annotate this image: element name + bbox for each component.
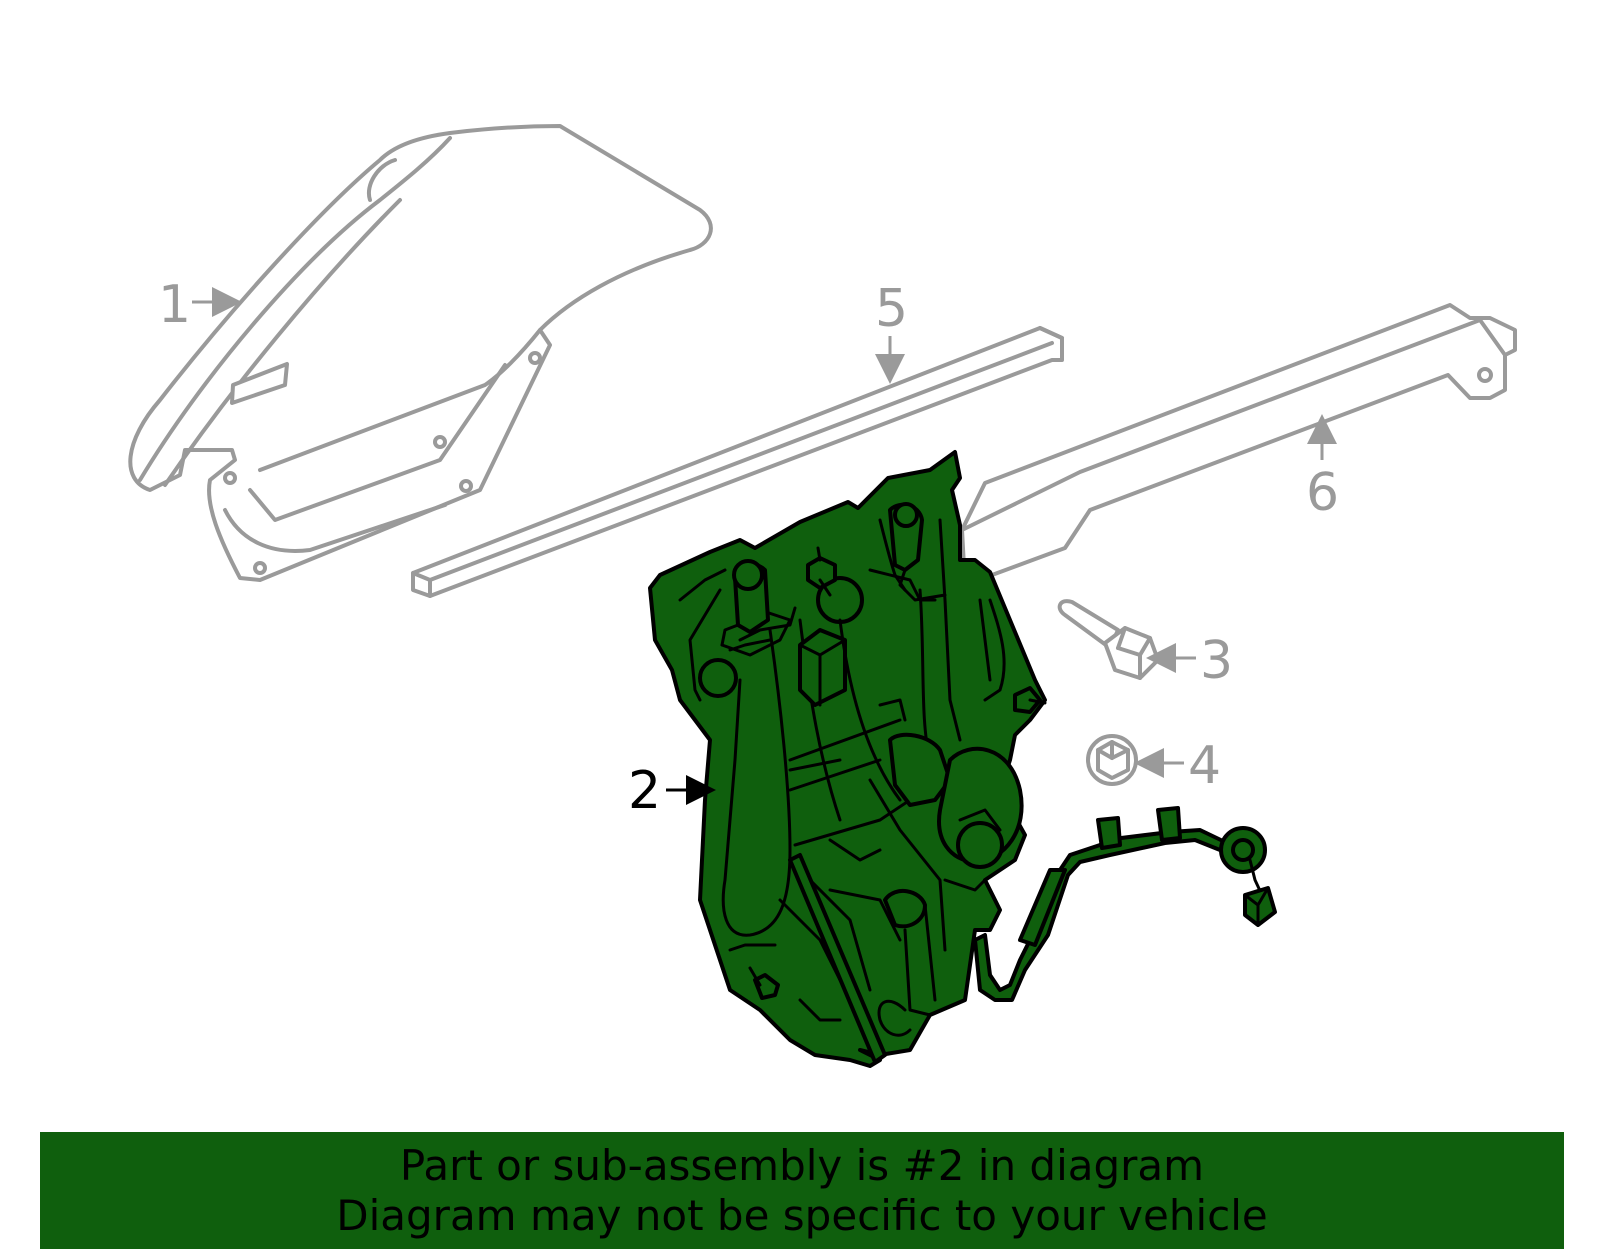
callout-5: 5 (875, 279, 908, 339)
parts-diagram: 1 5 6 3 4 2 (128, 124, 1517, 1068)
part-5-run-channel (411, 326, 1064, 598)
callout-6: 6 (1306, 463, 1339, 523)
callout-3: 3 (1200, 631, 1233, 691)
callout-2: 2 (628, 761, 661, 821)
part-6-guide-rail (960, 303, 1517, 587)
part-2-window-regulator[interactable] (648, 450, 1277, 1068)
callout-1: 1 (158, 275, 191, 335)
info-banner: Part or sub-assembly is #2 in diagram Di… (40, 1132, 1564, 1249)
callout-4: 4 (1188, 736, 1221, 796)
banner-line-1: Part or sub-assembly is #2 in diagram (399, 1141, 1205, 1190)
part-3-bolt (1057, 599, 1160, 680)
banner-line-2: Diagram may not be specific to your vehi… (336, 1191, 1268, 1240)
part-4-nut (1086, 734, 1138, 786)
part-1-door-glass (128, 124, 713, 582)
